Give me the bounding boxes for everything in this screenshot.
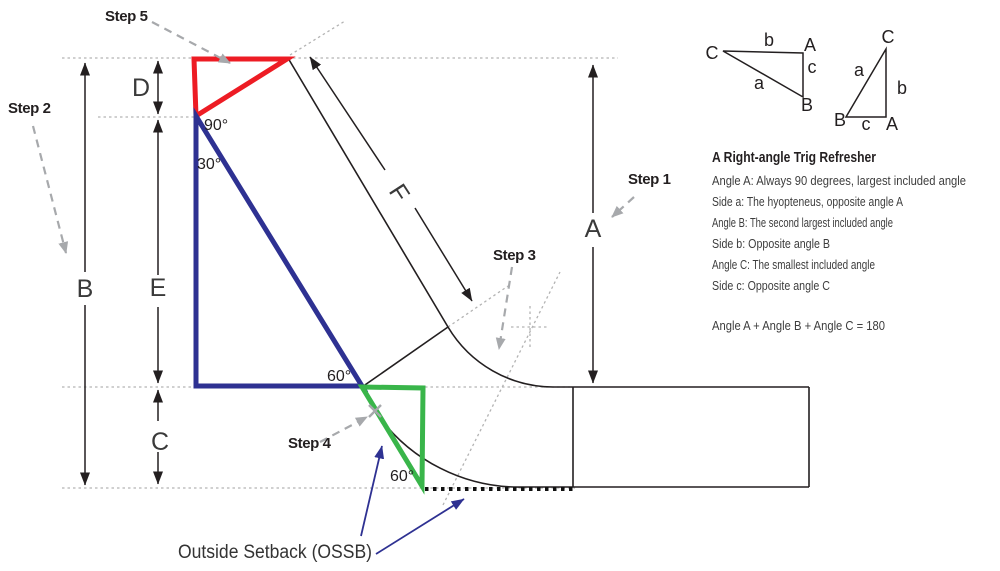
ref-right-side-b: b xyxy=(897,78,907,98)
dim-label-f: F xyxy=(383,179,415,207)
red-triangle xyxy=(191,56,296,121)
step2-label: Step 2 xyxy=(8,100,51,117)
ref-left-side-a: a xyxy=(754,73,765,93)
refresher-line-5: Angle C: The smallest included angle xyxy=(712,257,875,272)
part-outline xyxy=(287,57,810,488)
ref-right-vertex-b: B xyxy=(834,110,846,130)
refresher-line-1: Angle A: Always 90 degrees, largest incl… xyxy=(712,173,966,188)
reference-triangle-left xyxy=(722,50,804,99)
blue-triangle-outline xyxy=(193,107,367,389)
dim-label-b: B xyxy=(77,275,94,303)
dimension-arrows xyxy=(80,56,598,486)
ossb-arrow-to-dotted-line xyxy=(375,498,465,555)
ref-right-side-a: a xyxy=(854,60,865,80)
step-arrows xyxy=(31,21,635,443)
step3-arrow xyxy=(495,266,514,350)
angle-60-green-label: 60° xyxy=(390,468,414,485)
dim-label-c: C xyxy=(151,428,169,456)
ref-left-side-b: b xyxy=(764,30,774,50)
radius-line-dotted xyxy=(442,271,561,506)
inside-radius-arc xyxy=(447,326,554,388)
refresher-line-4: Side b: Opposite angle B xyxy=(712,236,830,251)
step4-arrow xyxy=(319,416,368,443)
angle-60-blue-label: 60° xyxy=(327,368,351,385)
refresher-line-6: Side c: Opposite angle C xyxy=(712,278,830,293)
dim-f-upper xyxy=(309,56,386,171)
ref-left-vertex-a: A xyxy=(804,35,816,55)
ref-left-vertex-c: C xyxy=(706,43,719,63)
angle-90-label: 90° xyxy=(204,117,228,134)
step1-arrow xyxy=(611,196,635,218)
ref-left-side-c: c xyxy=(808,57,817,77)
dim-label-a: A xyxy=(585,215,602,243)
step4-label: Step 4 xyxy=(288,435,332,452)
dim-f-lower xyxy=(414,207,473,302)
step3-label: Step 3 xyxy=(493,247,536,264)
dim-label-d: D xyxy=(132,74,150,102)
dim-label-e: E xyxy=(150,274,167,302)
green-triangle xyxy=(357,384,426,495)
bend-tangent-line xyxy=(361,326,449,388)
ref-right-vertex-a: A xyxy=(886,114,898,134)
refresher-line-3: Angle B: The second largest included ang… xyxy=(712,215,893,230)
refresher-line-2: Side a: The hyopteneus, opposite angle A xyxy=(712,194,903,209)
step5-label: Step 5 xyxy=(105,8,148,25)
ossb-pointer-arrows xyxy=(360,445,465,555)
ref-right-side-c: c xyxy=(862,114,871,134)
flange-extension-dotted xyxy=(289,20,346,56)
blue-triangle xyxy=(193,107,369,395)
ref-left-vertex-b: B xyxy=(801,95,813,115)
step1-label: Step 1 xyxy=(628,171,671,188)
refresher-formula: Angle A + Angle B + Angle C = 180 xyxy=(712,318,885,333)
ossb-arrow-to-hypotenuse xyxy=(360,445,385,537)
tangent-x-stroke-2 xyxy=(368,404,382,418)
flange-mold-line xyxy=(287,57,449,328)
tangent-x-marker xyxy=(368,404,382,418)
bend-line-extension-dotted xyxy=(447,285,509,328)
reference-triangles xyxy=(722,46,887,118)
step2-arrow xyxy=(31,125,69,254)
refresher-title: A Right-angle Trig Refresher xyxy=(712,149,876,166)
reference-triangle-right xyxy=(844,46,887,118)
ossb-label: Outside Setback (OSSB) xyxy=(178,542,372,563)
angle-30-label: 30° xyxy=(197,156,221,173)
ref-right-vertex-c: C xyxy=(882,27,895,47)
step5-arrow xyxy=(151,21,231,64)
